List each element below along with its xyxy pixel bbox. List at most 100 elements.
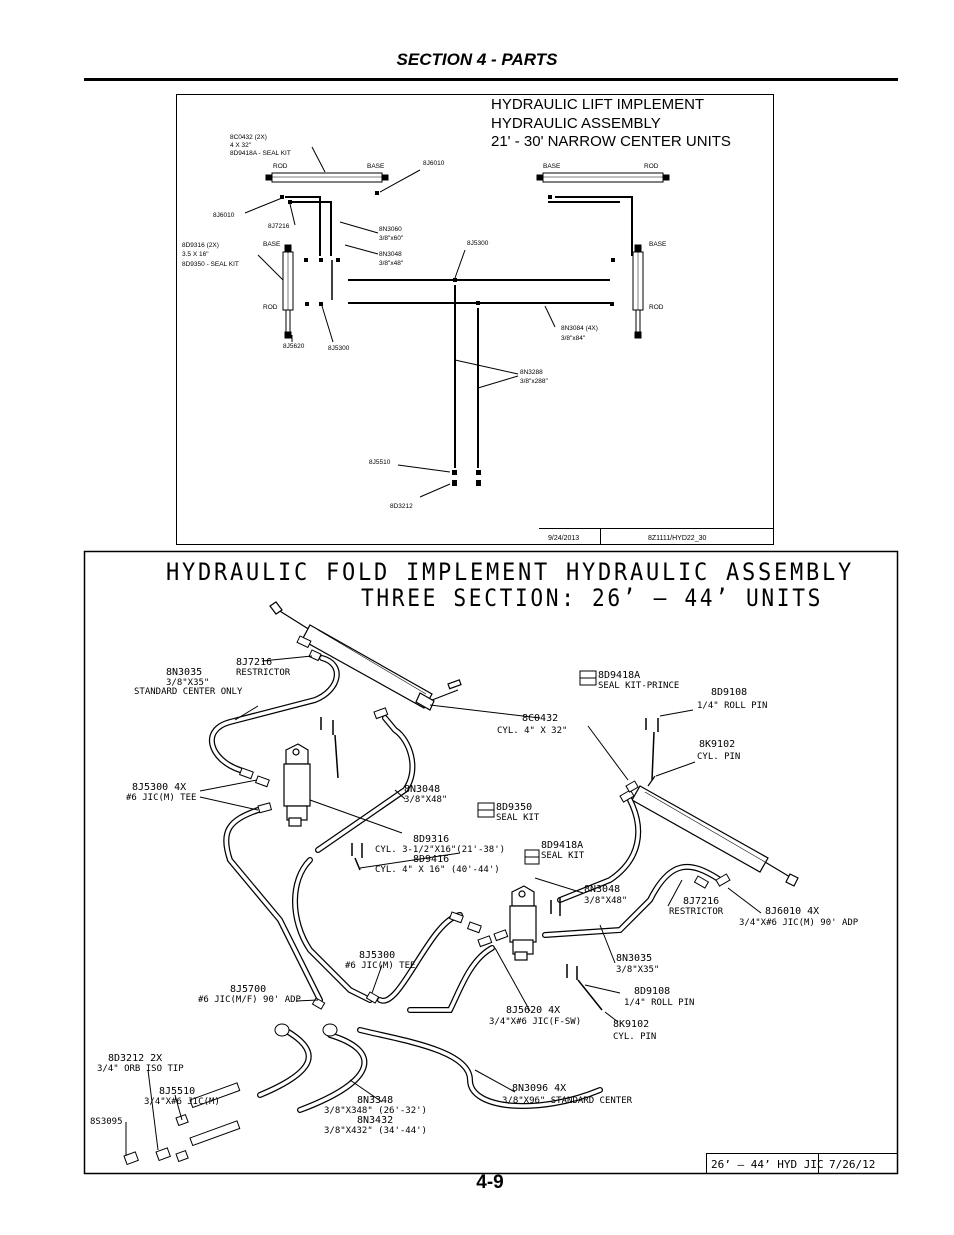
top-left-cylinder (265, 172, 389, 183)
diagram2-frame (83, 550, 899, 1175)
left-vertical-cylinder (282, 244, 294, 339)
d2-label-j6010-desc: 3/4"X#6 JIC(M) 90' ADP (739, 918, 859, 928)
diagram1-leaders (244, 146, 556, 498)
d2-label-d9108-b-code: 8D9108 (634, 986, 670, 997)
d2-label-n3348-code: 8N3348 (357, 1095, 393, 1106)
d1-label-j5510: 8J5510 (369, 459, 391, 466)
d2-label-n3035-a-note: STANDARD CENTER ONLY (134, 687, 243, 697)
diagram1-footer-code: 8Z1111/HYD22_30 (648, 535, 706, 542)
diagram1-frame (176, 94, 774, 545)
d2-label-j7216-b-desc: RESTRICTOR (669, 907, 724, 917)
d2-label-j6010-code: 8J6010 4X (765, 906, 819, 917)
diagram1-title-line2: HYDRAULIC ASSEMBLY (491, 115, 661, 132)
d1-label-d9316-3: 8D9350 - SEAL KIT (182, 261, 239, 268)
diagram2-footer-code: 26’ – 44’ HYD JIC (711, 1158, 824, 1171)
d2-label-s3095-code: 8S3095 (90, 1117, 123, 1127)
d1-label-n3048-2: 3/8"x48" (379, 260, 404, 267)
d1-label-j6010-left: 8J6010 (213, 212, 235, 219)
d1-label-base-left: BASE (263, 241, 281, 248)
d2-label-j5510-desc: 3/4"X#6 JIC(M) (144, 1097, 220, 1107)
d1-label-j6010-top: 8J6010 (423, 160, 445, 167)
d2-label-j7216-b-code: 8J7216 (683, 896, 719, 907)
d2-fittings (123, 635, 731, 1166)
d2-label-d9416-code: 8D9416 (413, 854, 449, 865)
d1-label-d9316-1: 8D9316 (2X) (182, 242, 219, 249)
d1-label-n3084-1: 8N3084 (4X) (561, 325, 598, 332)
d2-pins (320, 717, 659, 1011)
d2-cylinder-upper-left (269, 601, 462, 711)
d1-label-j5300-center: 8J5300 (467, 240, 489, 247)
d2-label-c0432-code: 8C0432 (522, 713, 558, 724)
top-right-cylinder (536, 172, 670, 183)
d1-label-n3060-1: 8N3060 (379, 226, 402, 233)
d2-label-n3432-desc: 3/8"X432" (34'-44') (324, 1126, 427, 1136)
diagram2-title-line2: THREE SECTION: 26’ – 44’ UNITS (361, 584, 823, 612)
diagram1-fittings (280, 191, 615, 486)
d2-label-j5510-code: 8J5510 (159, 1086, 195, 1097)
d2-label-n3035-b-size: 3/8"X35" (616, 965, 659, 975)
d2-leaders (125, 655, 762, 1156)
d1-label-rod-right: ROD (649, 304, 664, 311)
d2-label-j5620-code: 8J5620 4X (506, 1005, 560, 1016)
diagram1-title-line1: HYDRAULIC LIFT IMPLEMENT (491, 96, 704, 113)
d2-seal-kit-boxes (477, 670, 597, 865)
d2-cylinder-vertical-left (283, 743, 311, 827)
d1-label-j5620: 8J5620 (283, 343, 305, 350)
diagram2-footer-date: 7/26/12 (829, 1158, 875, 1171)
d2-cylinder-vertical-right (509, 885, 537, 961)
d2-label-d9108-a-desc: 1/4" ROLL PIN (697, 701, 767, 711)
d2-label-n3048-b-size: 3/8"X48" (584, 896, 627, 906)
diagram2-title-line1: HYDRAULIC FOLD IMPLEMENT HYDRAULIC ASSEM… (166, 558, 854, 586)
d1-label-d3212: 8D3212 (390, 503, 413, 510)
d2-label-j5300-b-desc: #6 JIC(M) TEE (345, 961, 415, 971)
d2-hoses-inner (210, 656, 722, 1112)
d2-label-k9102-a-desc: CYL. PIN (697, 752, 740, 762)
d2-label-n3035-a-size: 3/8"X35" (166, 678, 209, 688)
header-rule (84, 78, 898, 81)
diagram1-hoses (285, 196, 633, 468)
d2-label-n3035-b-code: 8N3035 (616, 953, 652, 964)
d2-label-n3348-desc: 3/8"X348" (26'-32') (324, 1106, 427, 1116)
section-title: SECTION 4 - PARTS (396, 50, 558, 69)
d2-label-d9108-a-code: 8D9108 (711, 687, 747, 698)
d2-label-d9316-desc: CYL. 3-1/2"X16"(21'-38') (375, 845, 505, 855)
d2-label-n3048-b-code: 8N3048 (584, 884, 620, 895)
d2-label-j5300-a-code: 8J5300 4X (132, 782, 186, 793)
d2-label-n3096-desc: 3/8"X96" STANDARD CENTER (502, 1096, 633, 1106)
d2-label-n3035-a-code: 8N3035 (166, 667, 202, 678)
d1-label-j7216: 8J7216 (268, 223, 290, 230)
d2-label-j5620-desc: 3/4"X#6 JIC(F-SW) (489, 1017, 581, 1027)
d2-label-d9418a-b-code: 8D9418A (541, 840, 583, 851)
d2-label-k9102-a-code: 8K9102 (699, 739, 735, 750)
d1-label-rod-left: ROD (263, 304, 278, 311)
d2-label-j5300-b-code: 8J5300 (359, 950, 395, 961)
d2-label-n3096-code: 8N3096 4X (512, 1083, 566, 1094)
d2-label-d3212-desc: 3/4" ORB ISO TIP (97, 1064, 184, 1074)
d1-label-c0432-2: 4 X 32" (230, 142, 252, 149)
d2-label-k9102-b-desc: CYL. PIN (613, 1032, 656, 1042)
d1-label-d9316-2: 3.5 X 16" (182, 251, 209, 258)
d2-label-c0432-desc: CYL. 4" X 32" (497, 726, 567, 736)
d1-label-c0432-3: 8D9418A - SEAL KIT (230, 150, 291, 157)
d2-label-d9108-b-desc: 1/4" ROLL PIN (624, 998, 694, 1008)
d2-label-d3212-code: 8D3212 2X (108, 1053, 162, 1064)
d2-label-d9416-desc: CYL. 4" X 16" (40'-44') (375, 865, 500, 875)
d2-label-j5700-code: 8J5700 (230, 984, 266, 995)
d2-label-j5300-a-desc: #6 JIC(M) TEE (126, 793, 196, 803)
d1-label-n3048-1: 8N3048 (379, 251, 402, 258)
d2-hoses (208, 655, 723, 1113)
d2-label-n3048-a-size: 3/8"X48" (404, 795, 447, 805)
d1-label-n3288-1: 8N3288 (520, 369, 543, 376)
diagram1-title-line3: 21' - 30' NARROW CENTER UNITS (491, 133, 731, 150)
d2-label-d9316-code: 8D9316 (413, 834, 449, 845)
d2-label-j7216-a-desc: RESTRICTOR (236, 668, 291, 678)
d1-label-rod-top-left: ROD (273, 163, 288, 170)
d2-cylinder-right (631, 775, 799, 887)
d2-label-n3432-code: 8N3432 (357, 1115, 393, 1126)
d1-label-base-right: BASE (649, 241, 667, 248)
d1-label-n3288-2: 3/8"x288" (520, 378, 548, 385)
d2-label-d9418a-a-desc: SEAL KIT-PRINCE (598, 681, 679, 691)
page-number: 4-9 (476, 1172, 504, 1193)
d1-label-j5300-left: 8J5300 (328, 345, 350, 352)
d2-label-d9350-desc: SEAL KIT (496, 813, 540, 823)
